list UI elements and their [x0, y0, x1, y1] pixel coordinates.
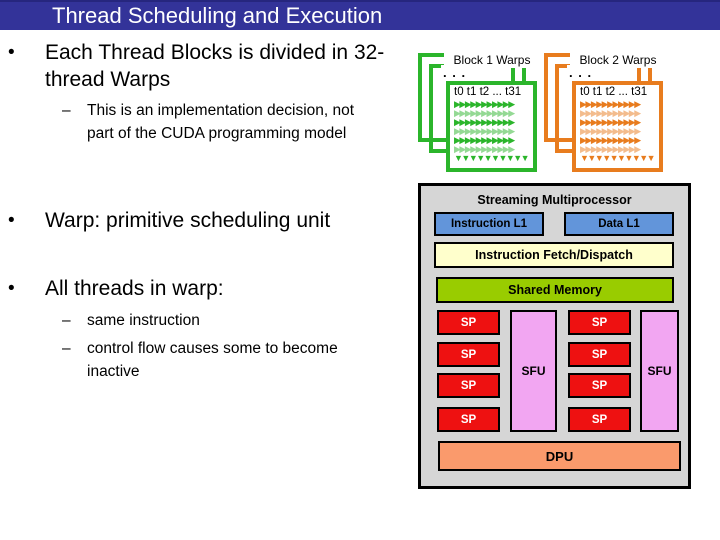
block1-ellipsis: . . . — [441, 65, 469, 80]
thread-arrows-icon: ▶▶▶▶▶▶▶▶▶▶▶ — [454, 135, 515, 145]
dash-marker: – — [62, 312, 71, 329]
thread-arrows-down-icon: ▼▼▼▼▼▼▼▼▼▼ — [580, 153, 656, 163]
data-l1-box: Data L1 — [564, 212, 674, 236]
bullet-marker: • — [8, 42, 15, 63]
sm-title: Streaming Multiprocessor — [477, 193, 632, 207]
thread-arrows-icon: ▶▶▶▶▶▶▶▶▶▶▶ — [454, 144, 515, 154]
subbullet-control-flow: – control flow causes some to become ina… — [62, 337, 362, 383]
block1-warps-diagram: Block 1 Warps . . . t0 t1 t2 ... t31 ▶▶▶… — [418, 51, 544, 177]
block2-warps-label: Block 2 Warps — [570, 52, 666, 68]
subbullet-same-instruction-text: same instruction — [87, 312, 200, 329]
block1-thread-arrows: ▶▶▶▶▶▶▶▶▶▶▶ ▶▶▶▶▶▶▶▶▶▶▶ ▶▶▶▶▶▶▶▶▶▶▶ ▶▶▶▶… — [450, 100, 533, 163]
thread-arrows-icon: ▶▶▶▶▶▶▶▶▶▶▶ — [580, 117, 641, 127]
block2-ellipsis: . . . — [567, 65, 595, 80]
thread-arrows-icon: ▶▶▶▶▶▶▶▶▶▶▶ — [454, 99, 515, 109]
bullet-thread-blocks: • Each Thread Blocks is divided in 32-th… — [8, 39, 408, 93]
sp-box: SP — [568, 407, 631, 432]
bullet-all-threads: • All threads in warp: — [8, 275, 428, 302]
bullet-warp-unit-text: Warp: primitive scheduling unit — [45, 209, 331, 232]
dash-marker: – — [62, 340, 71, 357]
thread-arrows-icon: ▶▶▶▶▶▶▶▶▶▶▶ — [580, 144, 641, 154]
sp-box: SP — [437, 342, 500, 367]
slide-title: Thread Scheduling and Execution — [52, 3, 383, 28]
subbullet-implementation: – This is an implementation decision, no… — [62, 99, 367, 145]
thread-arrows-icon: ▶▶▶▶▶▶▶▶▶▶▶ — [454, 108, 515, 118]
block1-thread-range: t0 t1 t2 ... t31 — [454, 86, 522, 98]
thread-arrows-down-icon: ▼▼▼▼▼▼▼▼▼▼ — [454, 153, 530, 163]
sp-box: SP — [437, 407, 500, 432]
instruction-l1-box: Instruction L1 — [434, 212, 544, 236]
shared-memory-box: Shared Memory — [436, 277, 674, 303]
dpu-box: DPU — [438, 441, 681, 471]
bullet-warp-unit: • Warp: primitive scheduling unit — [8, 207, 428, 234]
thread-arrows-icon: ▶▶▶▶▶▶▶▶▶▶▶ — [580, 126, 641, 136]
subbullet-implementation-text: This is an implementation decision, not … — [87, 102, 355, 142]
sp-box: SP — [568, 373, 631, 398]
bullet-thread-blocks-text: Each Thread Blocks is divided in 32-thre… — [45, 41, 385, 91]
thread-arrows-icon: ▶▶▶▶▶▶▶▶▶▶▶ — [580, 108, 641, 118]
sp-box: SP — [437, 373, 500, 398]
bullet-all-threads-text: All threads in warp: — [45, 277, 224, 300]
sp-box: SP — [568, 310, 631, 335]
thread-arrows-icon: ▶▶▶▶▶▶▶▶▶▶▶ — [454, 117, 515, 127]
subbullet-same-instruction: – same instruction — [62, 309, 392, 332]
dash-marker: – — [62, 102, 71, 119]
block2-thread-arrows: ▶▶▶▶▶▶▶▶▶▶▶ ▶▶▶▶▶▶▶▶▶▶▶ ▶▶▶▶▶▶▶▶▶▶▶ ▶▶▶▶… — [576, 100, 659, 163]
subbullet-control-flow-text: control flow causes some to become inact… — [87, 340, 338, 380]
block2-warp-card-front: t0 t1 t2 ... t31 ▶▶▶▶▶▶▶▶▶▶▶ ▶▶▶▶▶▶▶▶▶▶▶… — [572, 81, 663, 172]
thread-arrows-icon: ▶▶▶▶▶▶▶▶▶▶▶ — [580, 135, 641, 145]
block1-warps-label: Block 1 Warps — [444, 52, 540, 68]
bullet-marker: • — [8, 210, 15, 231]
block2-thread-range: t0 t1 t2 ... t31 — [580, 86, 648, 98]
instruction-fetch-dispatch-box: Instruction Fetch/Dispatch — [434, 242, 674, 268]
thread-arrows-icon: ▶▶▶▶▶▶▶▶▶▶▶ — [454, 126, 515, 136]
slide-title-bar: Thread Scheduling and Execution — [0, 0, 720, 30]
thread-arrows-icon: ▶▶▶▶▶▶▶▶▶▶▶ — [580, 99, 641, 109]
sfu-box: SFU — [510, 310, 557, 432]
sp-box: SP — [568, 342, 631, 367]
bullet-marker: • — [8, 278, 15, 299]
sp-box: SP — [437, 310, 500, 335]
sfu-box: SFU — [640, 310, 679, 432]
block1-warp-card-front: t0 t1 t2 ... t31 ▶▶▶▶▶▶▶▶▶▶▶ ▶▶▶▶▶▶▶▶▶▶▶… — [446, 81, 537, 172]
streaming-multiprocessor-diagram: Streaming Multiprocessor Instruction L1 … — [418, 183, 691, 489]
block2-warps-diagram: Block 2 Warps . . . t0 t1 t2 ... t31 ▶▶▶… — [544, 51, 670, 177]
